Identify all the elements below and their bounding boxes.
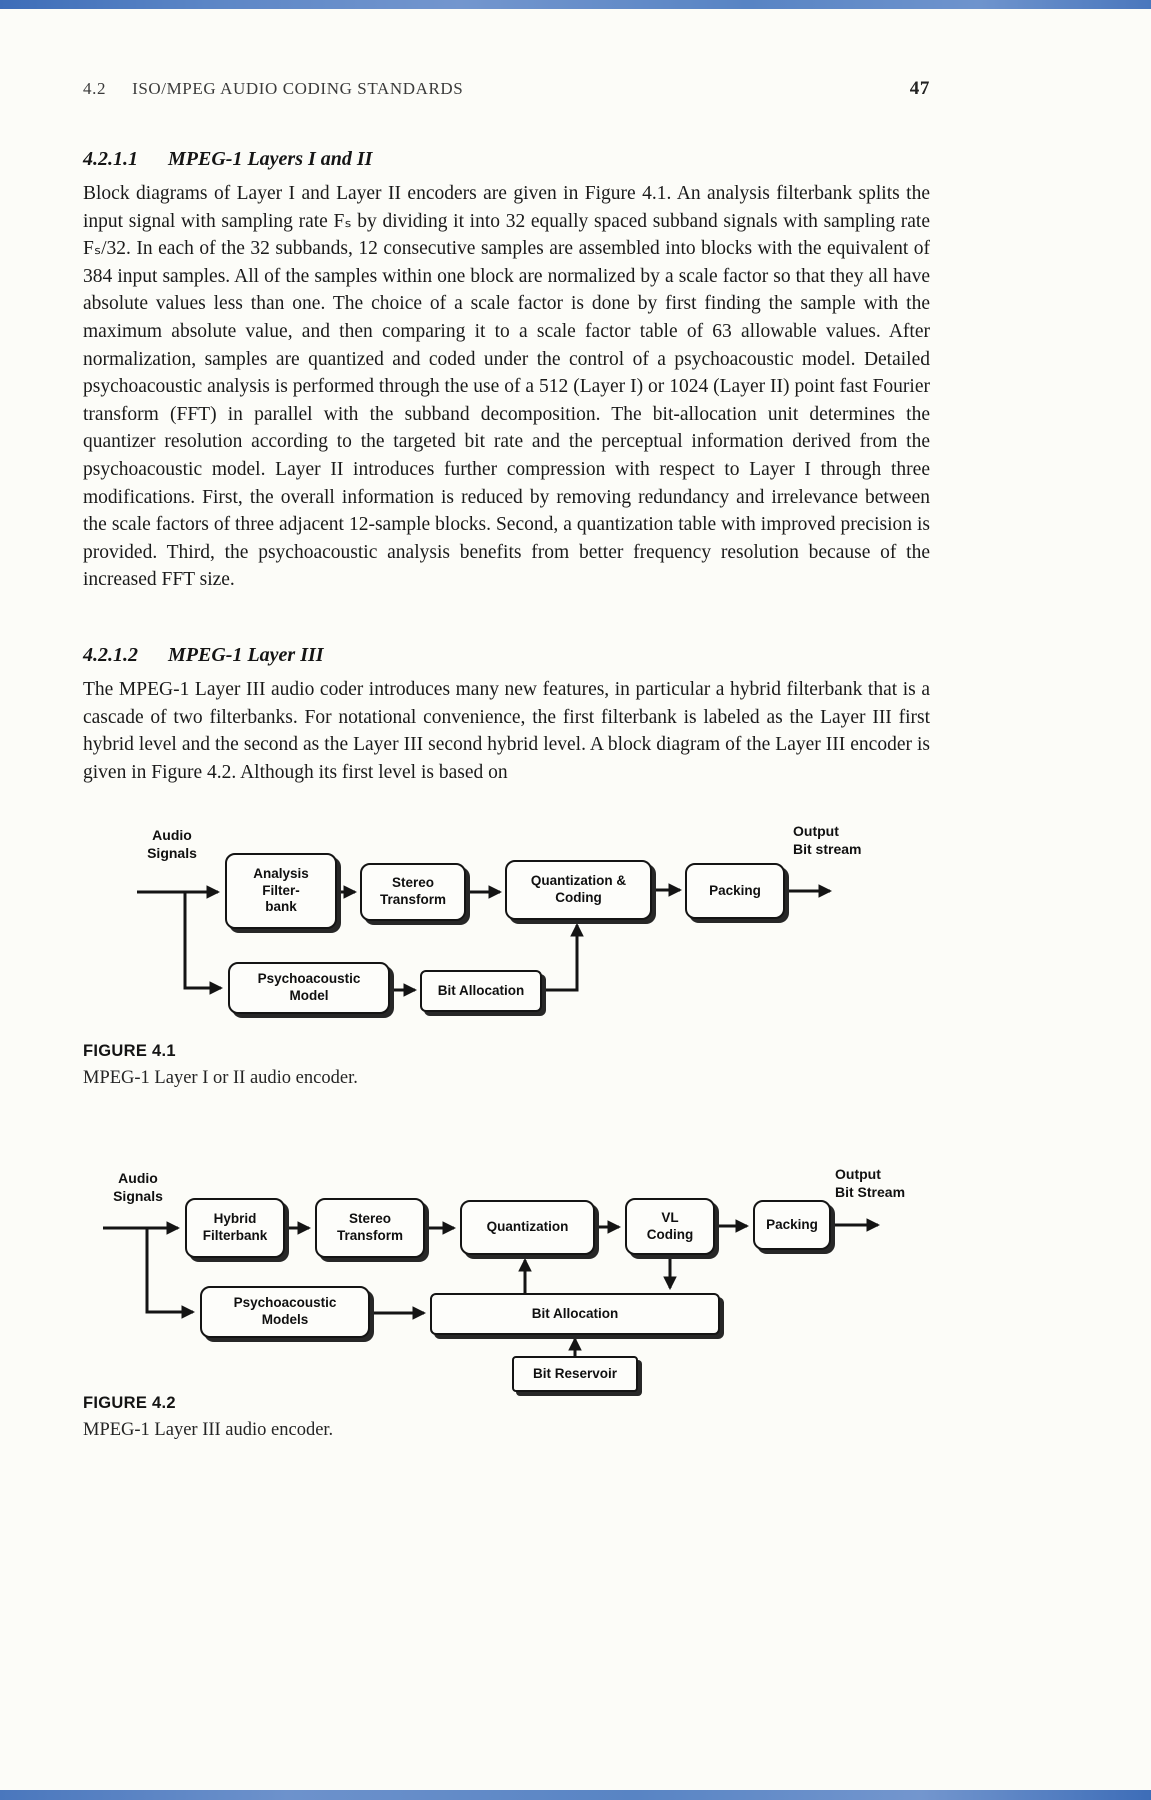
figure-4-2-caption-label: FIGURE 4.2 [83,1394,176,1412]
section-number: 4.2.1.1 [83,148,138,170]
fig1-box-quantization-coding: Quantization & Coding [505,860,652,920]
section-heading-4211: 4.2.1.1 MPEG-1 Layers I and II [83,148,930,171]
section-number: 4.2.1.2 [83,644,138,666]
figure-4-2-arrows [103,1218,881,1356]
figure-4-1-diagram: Audio Signals Output Bit stream Analysis… [85,815,1005,1050]
section-heading-4212: 4.2.1.2 MPEG-1 Layer III [83,644,930,667]
running-header-title: 4.2 ISO/MPEG AUDIO CODING STANDARDS [83,79,489,99]
fig2-output-label: Output Bit Stream [835,1166,906,1200]
running-header-text: ISO/MPEG AUDIO CODING STANDARDS [132,79,464,98]
fig2-box-hybrid-filterbank: Hybrid Filterbank [185,1198,285,1258]
running-header-section-number: 4.2 [83,79,107,98]
fig1-box-psychoacoustic-model: Psychoacoustic Model [228,962,390,1014]
fig2-box-packing: Packing [753,1200,831,1250]
section-body-4211: Block diagrams of Layer I and Layer II e… [83,183,930,591]
scan-artifact-top [0,0,1151,9]
fig1-output-label: Output Bit stream [793,823,862,857]
scan-artifact-bottom [0,1790,1151,1800]
section-body-4212: The MPEG-1 Layer III audio coder introdu… [83,679,930,783]
figure-4-1-caption-text: MPEG-1 Layer I or II audio encoder. [83,1068,358,1088]
fig2-box-stereo-transform: Stereo Transform [315,1198,425,1258]
fig1-box-bit-allocation: Bit Allocation [420,970,542,1012]
figure-4-1-caption-label: FIGURE 4.1 [83,1042,176,1060]
running-header: 4.2 ISO/MPEG AUDIO CODING STANDARDS 47 [83,78,930,100]
fig2-box-vl-coding: VL Coding [625,1198,715,1255]
figure-4-2-diagram: Audio Signals Output Bit Stream Hybrid F… [85,1158,1025,1403]
fig1-box-stereo-transform: Stereo Transform [360,863,466,921]
fig1-input-label: Audio Signals [147,827,197,861]
fig2-input-label: Audio Signals [113,1170,163,1204]
fig1-box-analysis-filterbank: Analysis Filter- bank [225,853,337,929]
fig2-box-quantization: Quantization [460,1200,595,1255]
figure-4-2-caption-text: MPEG-1 Layer III audio encoder. [83,1420,334,1440]
fig1-box-packing: Packing [685,863,785,919]
section-title: MPEG-1 Layer III [168,644,324,666]
page-number: 47 [909,78,930,99]
fig2-box-bit-allocation: Bit Allocation [430,1293,720,1335]
fig2-box-bit-reservoir: Bit Reservoir [512,1356,638,1392]
figure-4-1-arrows [137,883,833,997]
section-title: MPEG-1 Layers I and II [168,148,373,170]
fig2-box-psychoacoustic-models: Psychoacoustic Models [200,1286,370,1338]
